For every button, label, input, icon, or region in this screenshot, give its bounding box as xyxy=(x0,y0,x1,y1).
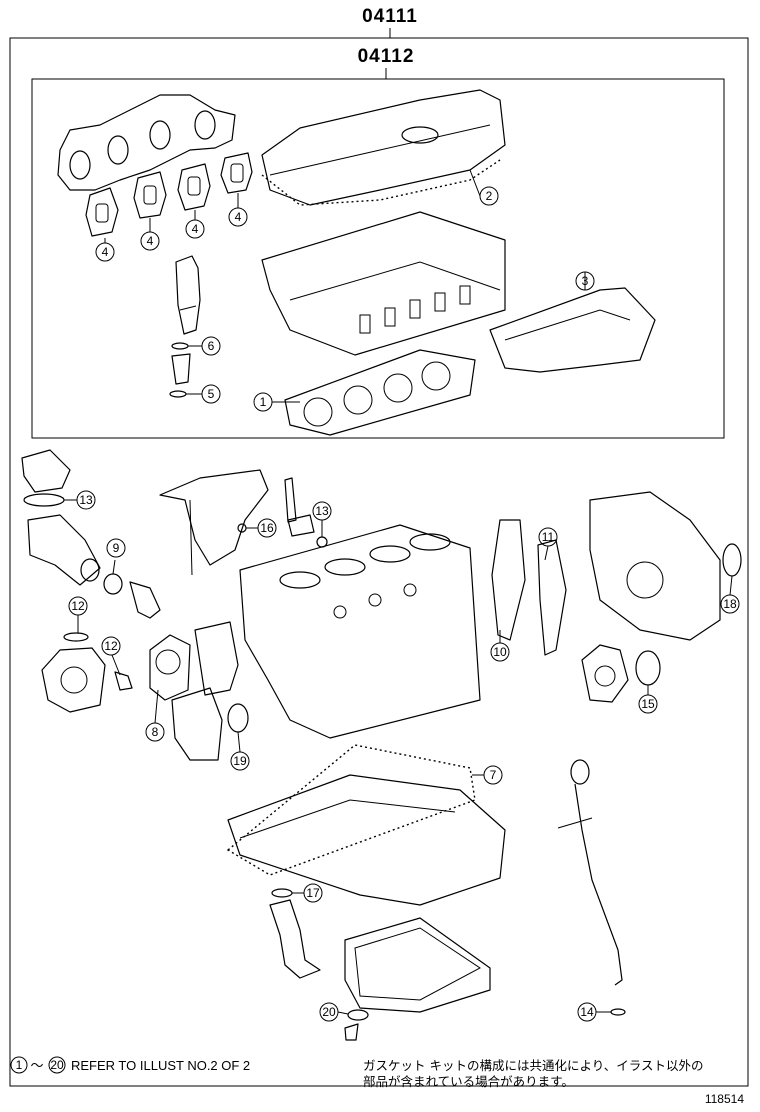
callout-label: 1 xyxy=(260,395,267,409)
outer-kit-code: 04111 xyxy=(362,6,418,27)
callout-label: 3 xyxy=(582,274,589,288)
callout-8: 8 xyxy=(145,722,165,742)
callout-4: 4 xyxy=(95,242,115,262)
timing-case-drawing xyxy=(589,491,742,641)
callout-4: 4 xyxy=(228,207,248,227)
callout-10: 10 xyxy=(490,642,510,662)
callout-5: 5 xyxy=(201,384,221,404)
callout-label: 4 xyxy=(102,245,109,259)
callout-20: 20 xyxy=(319,1002,339,1022)
callout-label: 12 xyxy=(104,639,118,653)
callout-label: 4 xyxy=(147,234,154,248)
callout-4: 4 xyxy=(185,219,205,239)
callout-label: 19 xyxy=(233,754,247,768)
range-end-label: 20 xyxy=(50,1058,64,1072)
callout-18: 18 xyxy=(720,594,740,614)
callout-label: 10 xyxy=(493,645,507,659)
callout-label: 4 xyxy=(235,210,242,224)
outer-kit-frame xyxy=(9,37,749,1087)
callout-label: 17 xyxy=(306,886,320,900)
callout-label: 13 xyxy=(315,504,329,518)
callout-3: 3 xyxy=(575,271,595,291)
manifold-gaskets-drawing xyxy=(85,152,253,237)
callout-9: 9 xyxy=(106,538,126,558)
callout-11: 11 xyxy=(538,527,558,547)
callout-14: 14 xyxy=(577,1002,597,1022)
callout-13: 13 xyxy=(76,490,96,510)
range-tilde: ～ xyxy=(30,1058,43,1073)
callout-4: 4 xyxy=(140,231,160,251)
callout-19: 19 xyxy=(230,751,250,771)
injector-drawing xyxy=(169,255,201,398)
callout-15: 15 xyxy=(638,694,658,714)
callout-label: 16 xyxy=(260,521,274,535)
inner-kit-code: 04112 xyxy=(358,46,415,67)
callout-label: 18 xyxy=(723,597,737,611)
callout-label: 14 xyxy=(580,1005,594,1019)
head-gasket-drawing xyxy=(284,349,476,436)
oil-pan-drawing xyxy=(226,744,506,906)
callout-label: 4 xyxy=(192,222,199,236)
oil-cooler-drawing xyxy=(159,469,328,576)
callout-label: 2 xyxy=(486,189,493,203)
illustration-code: 118514 xyxy=(705,1092,744,1106)
callout-7: 7 xyxy=(483,765,503,785)
japanese-note-line-1: ガスケット キットの構成には共通化により、イラスト以外の xyxy=(363,1058,703,1073)
water-inlet-drawing xyxy=(21,449,161,619)
callout-label: 8 xyxy=(152,725,159,739)
footer-range: 1 ～ 20 xyxy=(10,1056,66,1074)
range-start-label: 1 xyxy=(16,1058,23,1072)
head-cover-drawing xyxy=(261,89,506,206)
callout-1: 1 xyxy=(253,392,273,412)
callout-6: 6 xyxy=(201,336,221,356)
lower-pan-drawing xyxy=(344,917,491,1041)
refer-note: REFER TO ILLUST NO.2 OF 2 xyxy=(71,1058,250,1073)
callout-16: 16 xyxy=(257,518,277,538)
cylinder-block-drawing xyxy=(239,524,481,739)
callout-label: 11 xyxy=(542,530,555,544)
callout-label: 13 xyxy=(79,493,93,507)
callout-17: 17 xyxy=(303,883,323,903)
callout-label: 5 xyxy=(208,387,215,401)
callout-label: 9 xyxy=(113,541,120,555)
callout-label: 15 xyxy=(641,697,655,711)
upper-right-gasket-drawing xyxy=(489,287,656,373)
japanese-note-line-2: 部品が含まれている場合があります。 xyxy=(363,1074,574,1089)
callout-leaders xyxy=(64,169,733,1015)
inner-kit-frame xyxy=(31,78,725,439)
callout-2: 2 xyxy=(479,186,499,206)
dipstick-drawing xyxy=(557,759,626,1016)
exhaust-manifold-drawing xyxy=(57,94,236,191)
callout-label: 20 xyxy=(322,1005,336,1019)
callout-label: 12 xyxy=(71,599,85,613)
timing-gaskets-drawing xyxy=(491,519,567,656)
cylinder-head-drawing xyxy=(261,211,506,356)
callout-label: 6 xyxy=(208,339,215,353)
callout-12: 12 xyxy=(101,636,121,656)
callout-label: 7 xyxy=(490,768,497,782)
front-cover-drawing xyxy=(149,621,249,761)
water-pump-drawing xyxy=(41,632,133,713)
callout-12: 12 xyxy=(68,596,88,616)
callout-13: 13 xyxy=(312,501,332,521)
